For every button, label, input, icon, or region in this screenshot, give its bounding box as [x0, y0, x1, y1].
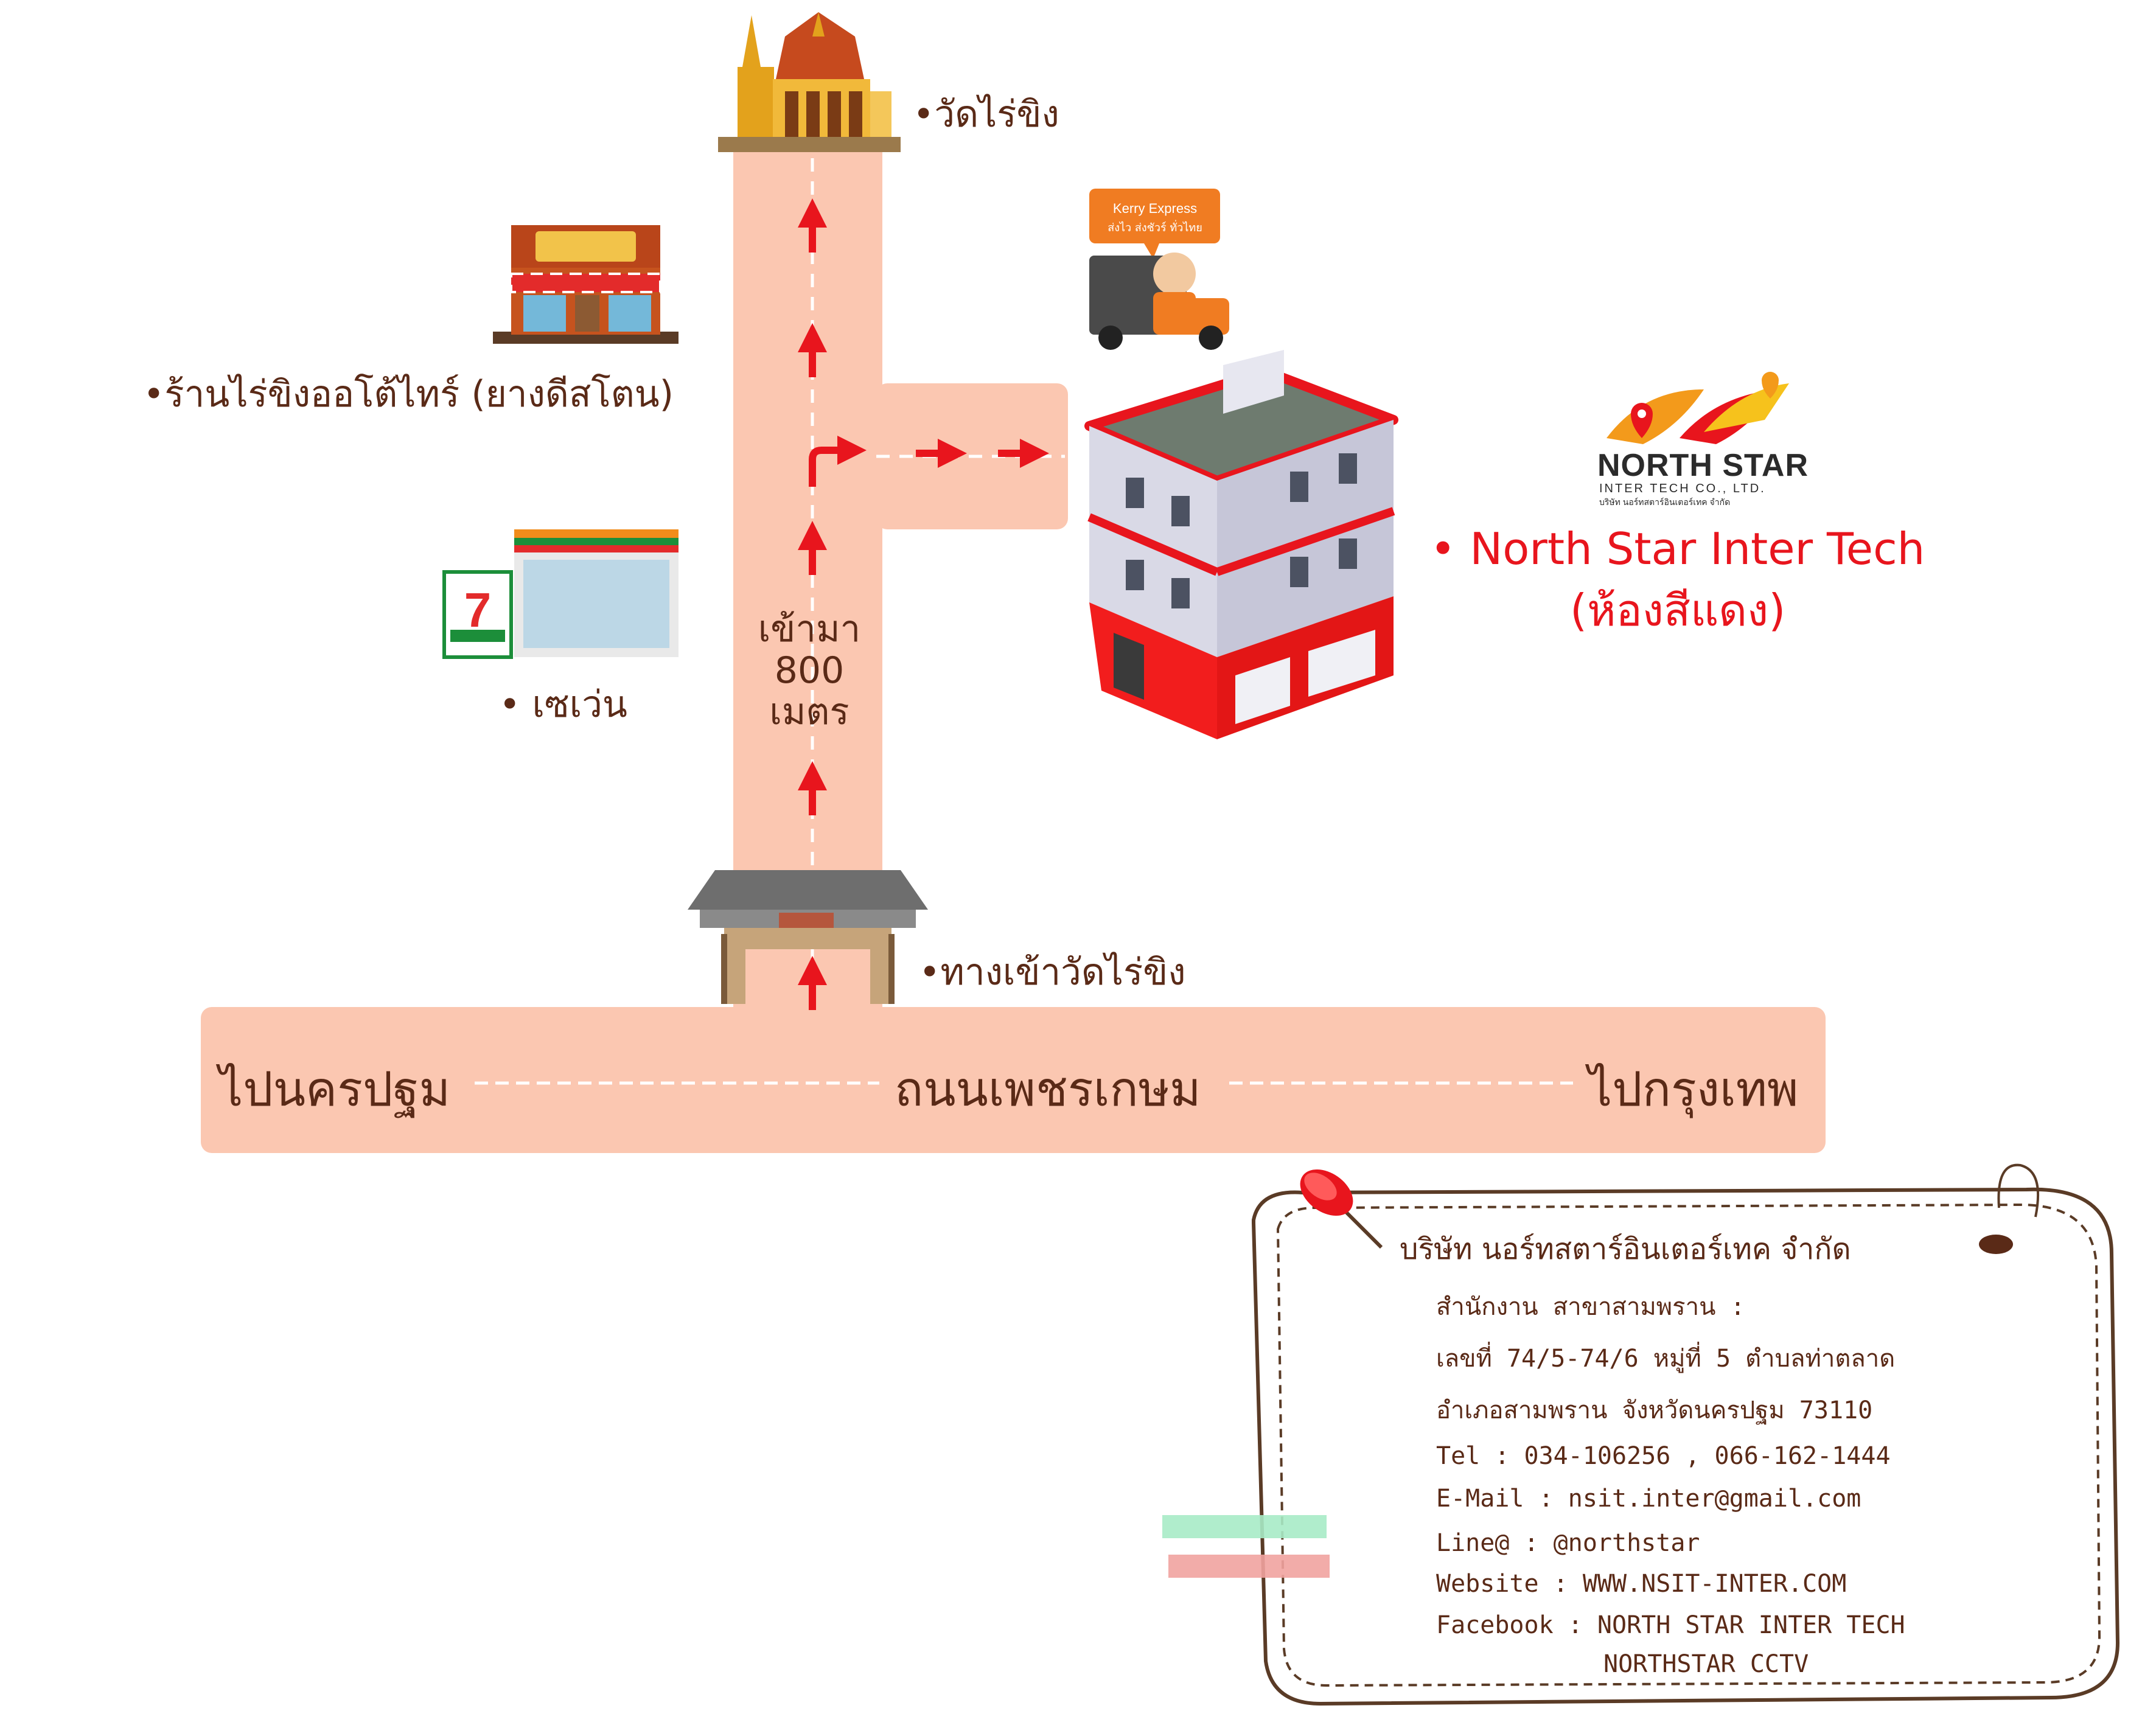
contact-card-frame: [1252, 1163, 2120, 1706]
distance-line3: เมตร: [769, 691, 849, 733]
tire-shop-label: •ร้านไร่ขิงออโต้ไทร์ (ยางดีสโตน): [143, 373, 674, 416]
temple-gate-icon: [688, 870, 928, 1004]
pushpin-icon: [1300, 1169, 1383, 1249]
temple-gate-label: •ทางเข้าวัดไร่ขิง: [919, 951, 1186, 994]
northstar-building-icon: [1084, 350, 1398, 739]
distance-label: เข้ามา 800 เมตร: [748, 608, 870, 733]
destination-name: • North Star Inter Tech: [1430, 523, 1925, 574]
logo-subtitle: INTER TECH CO., LTD.: [1599, 482, 1766, 495]
washi-tape-icon: [1162, 1515, 1330, 1578]
phone-numbers: Tel : 034-106256 , 066-162-1444: [1436, 1442, 1891, 1470]
kerry-sign-line2: ส่งไว ส่งชัวร์ ทั่วไทย: [1108, 220, 1202, 234]
logo-name: NORTH STAR: [1597, 448, 1809, 483]
roads: [201, 146, 1826, 1153]
direction-arrows: [798, 198, 1049, 1010]
turn-right-arrow-icon: [809, 436, 867, 487]
website-url: Website : WWW.NSIT-INTER.COM: [1436, 1570, 1847, 1598]
distance-line2: 800: [774, 649, 845, 692]
email-address: E-Mail : nsit.inter@gmail.com: [1436, 1485, 1861, 1513]
main-road: [201, 1007, 1826, 1153]
address-line1: เลขที่ 74/5-74/6 หมู่ที่ 5 ตำบลท่าตลาด: [1436, 1345, 1896, 1373]
road-left-label: ไปนครปฐม: [219, 1062, 451, 1117]
facebook-page: Facebook : NORTH STAR INTER TECH: [1436, 1611, 1905, 1639]
company-name: บริษัท นอร์ทสตาร์อินเตอร์เทค จำกัด: [1400, 1232, 1851, 1266]
road-name-label: ถนนเพชรเกษม: [895, 1062, 1201, 1117]
soi-road: [733, 146, 882, 1010]
kerry-sign-line1: Kerry Express: [1113, 201, 1197, 216]
destination-room: (ห้องสีแดง): [1570, 585, 1786, 636]
seven-eleven-icon: 7: [442, 529, 679, 659]
tire-shop-icon: [493, 225, 679, 344]
temple-label: •วัดไร่ขิง: [913, 93, 1059, 136]
logo-thai: บริษัท นอร์ทสตาร์อินเตอร์เทค จำกัด: [1599, 497, 1731, 507]
northstar-logo-icon: [1607, 372, 1789, 444]
line-id: Line@ : @northstar: [1436, 1529, 1700, 1557]
office-label: สำนักงาน สาขาสามพราน :: [1436, 1293, 1745, 1321]
svg-text:7: 7: [464, 583, 492, 637]
kerry-express-icon: Kerry Express ส่งไว ส่งชัวร์ ทั่วไทย: [1089, 189, 1229, 350]
temple-icon: [718, 12, 901, 152]
facebook-page-2: NORTHSTAR CCTV: [1603, 1650, 1809, 1678]
distance-line1: เข้ามา: [758, 608, 861, 650]
seven-eleven-label: • เซเว่น: [499, 683, 627, 726]
road-right-label: ไปกรุงเทพ: [1588, 1062, 1799, 1117]
address-line2: อำเภอสามพราน จังหวัดนครปฐม 73110: [1436, 1396, 1873, 1424]
